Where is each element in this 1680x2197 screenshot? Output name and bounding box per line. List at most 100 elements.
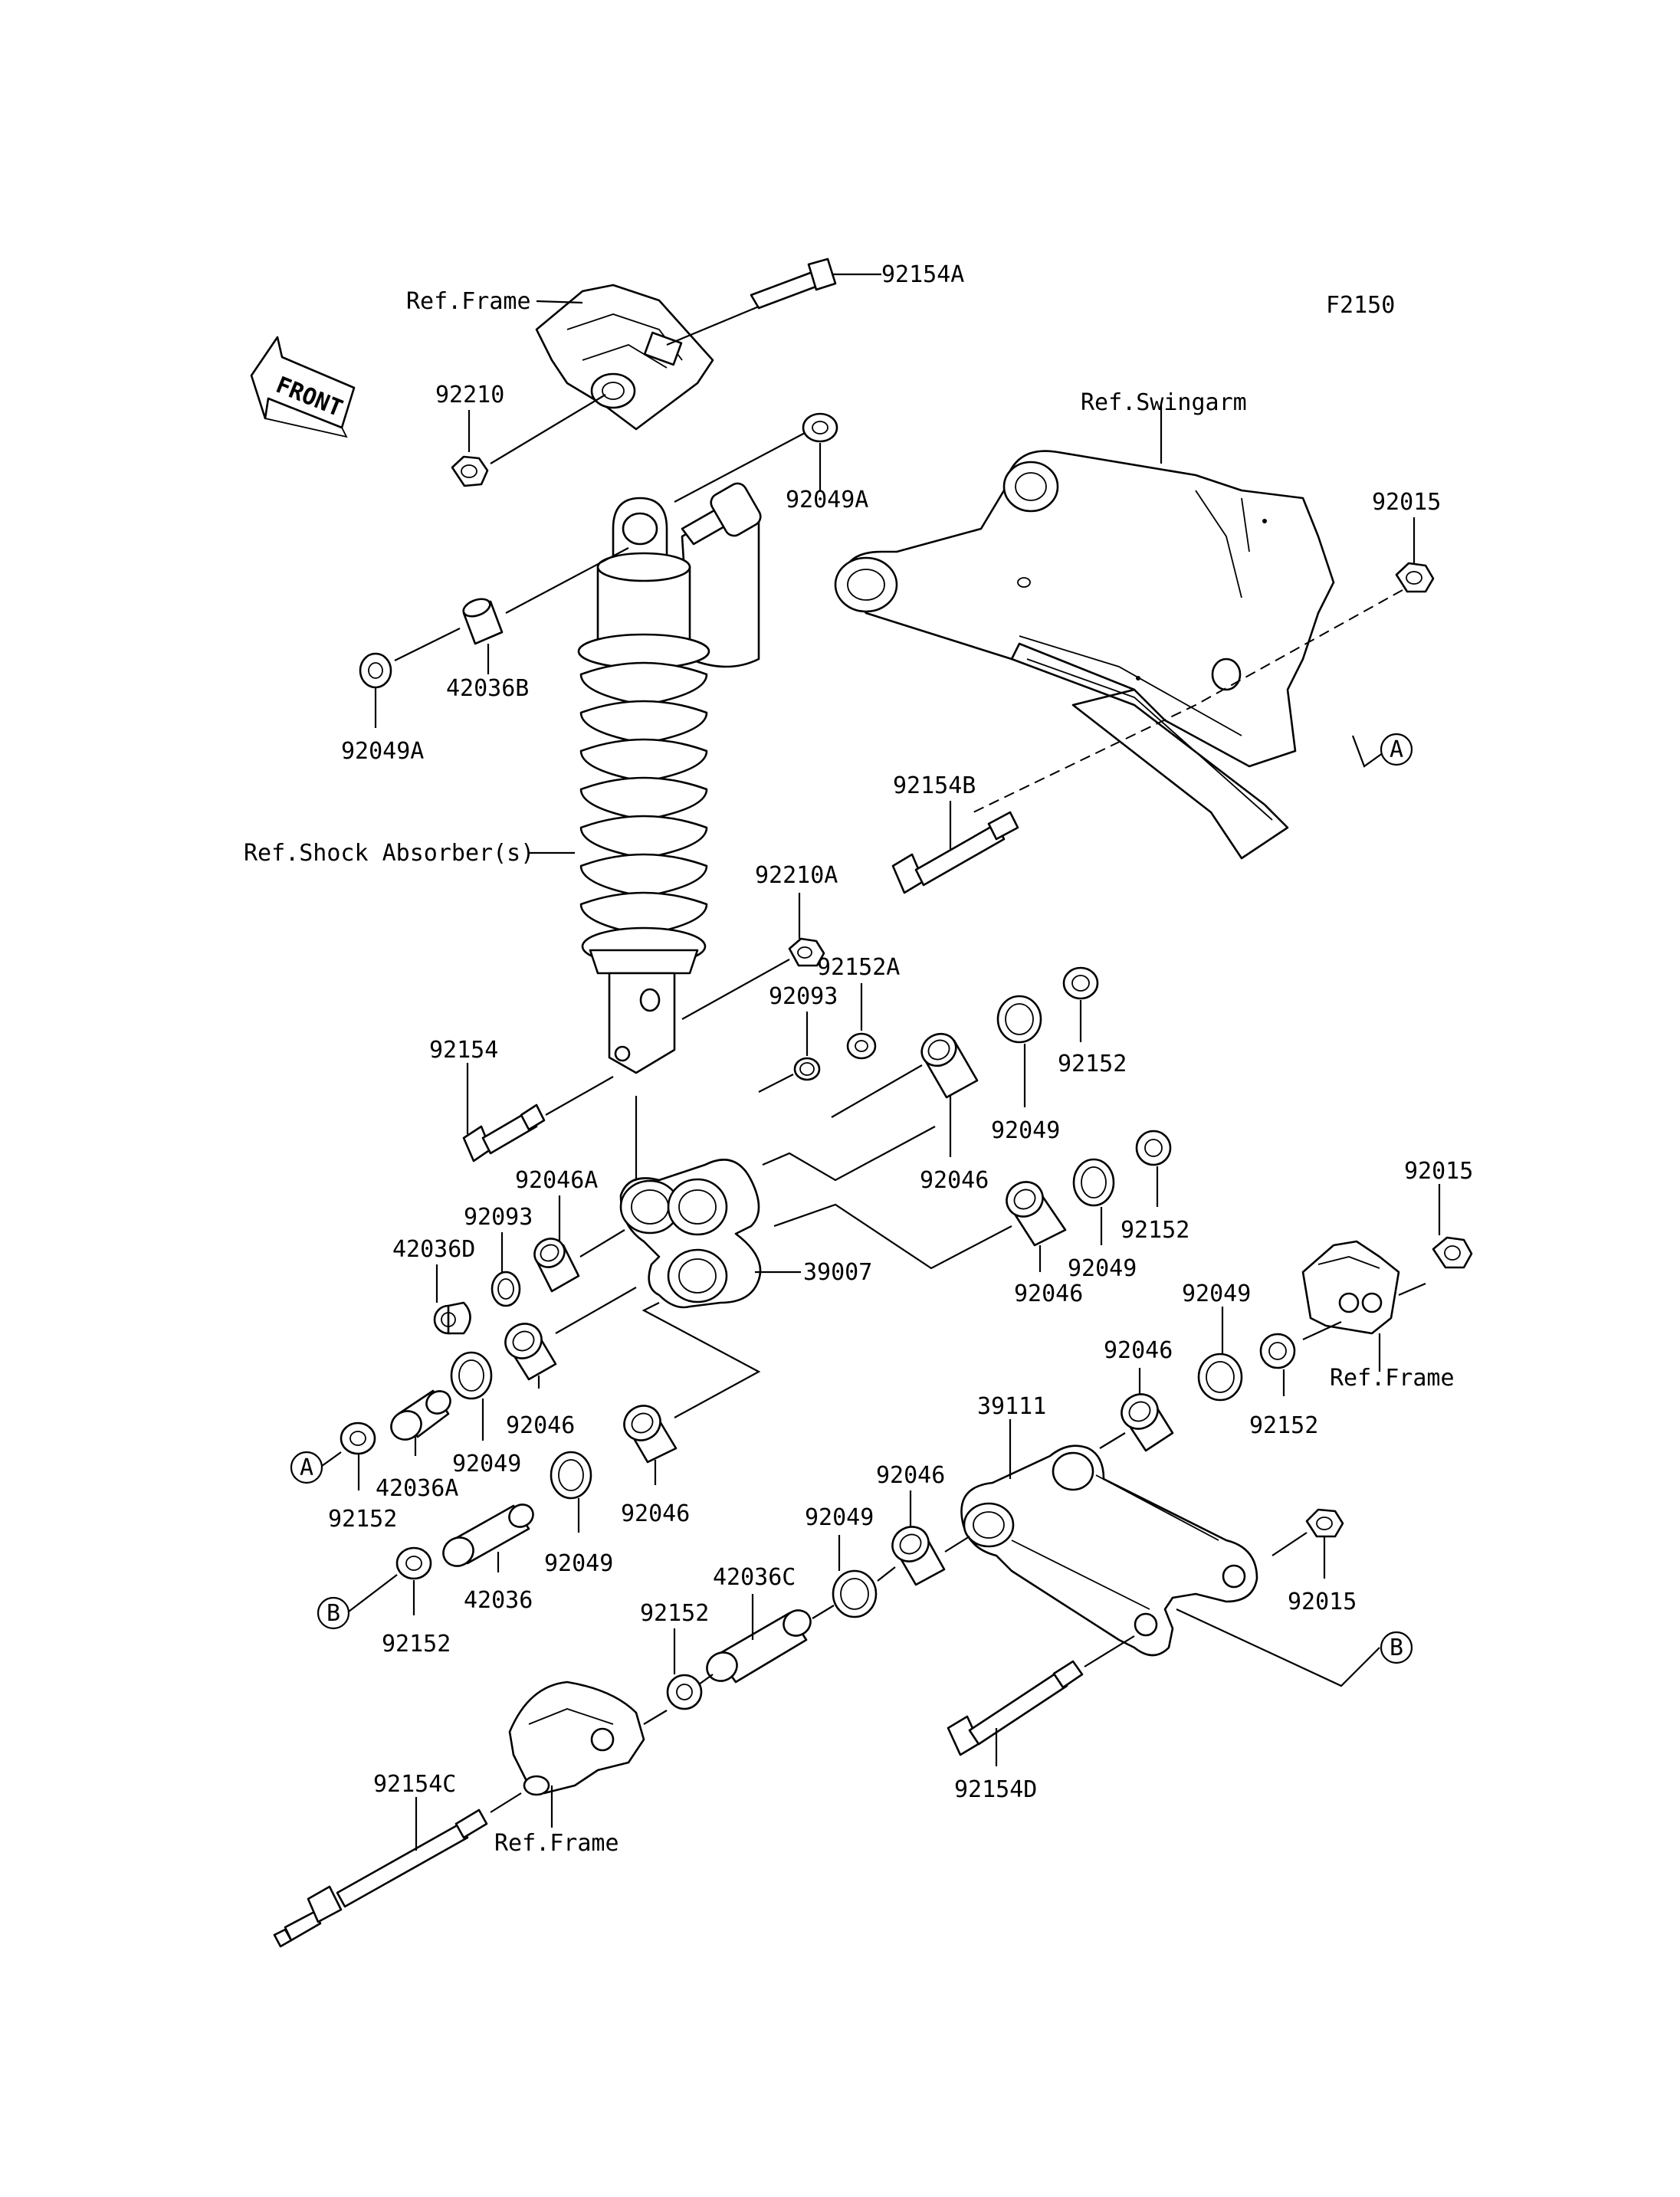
collar-42036c xyxy=(706,1609,812,1684)
label-92049a-right: 92049A xyxy=(786,487,868,513)
label-92046a: 92046A xyxy=(515,1167,598,1194)
label-92152-mid: 92152 xyxy=(1121,1217,1189,1244)
label-92049-top: 92049 xyxy=(991,1117,1060,1144)
label-42036b: 42036B xyxy=(446,675,529,702)
label-92046-top: 92046 xyxy=(920,1167,989,1194)
callout-a-right-text: A xyxy=(1390,736,1403,763)
collar-42036 xyxy=(442,1503,534,1567)
label-92046-lower-right: 92046 xyxy=(876,1462,945,1489)
label-92154d: 92154D xyxy=(954,1776,1037,1803)
washer-92152-top xyxy=(1062,966,1099,1000)
label-92046-mid: 92046 xyxy=(1014,1280,1083,1307)
label-92093-top: 92093 xyxy=(769,983,838,1010)
label-92154: 92154 xyxy=(429,1037,498,1064)
label-92152a: 92152A xyxy=(817,954,900,981)
frame-bracket-bottom xyxy=(508,1681,645,1796)
label-92049-mid: 92049 xyxy=(1068,1255,1137,1282)
nut-92210a xyxy=(788,937,825,967)
label-92049-right: 92049 xyxy=(1182,1280,1251,1307)
callout-a-left: A xyxy=(290,1451,323,1484)
bolt-92154b xyxy=(891,811,1019,894)
bolt-92154 xyxy=(462,1103,546,1162)
seal-92049-lower-right xyxy=(832,1569,878,1618)
nut-92015-tie-rod xyxy=(1305,1508,1344,1538)
shock-absorber xyxy=(577,482,762,1074)
seal-92049a-right xyxy=(802,412,838,443)
label-39007: 39007 xyxy=(803,1259,872,1286)
label-92015-tie-rod: 92015 xyxy=(1288,1589,1357,1615)
label-92210: 92210 xyxy=(435,382,504,408)
label-92046-lower-center: 92046 xyxy=(621,1500,690,1527)
label-92154c: 92154C xyxy=(373,1771,456,1798)
washer-92152a xyxy=(846,1032,877,1060)
label-92093-left: 92093 xyxy=(464,1204,533,1231)
front-arrow-icon: FRONT xyxy=(250,336,356,438)
ref-shock-label: Ref.Shock Absorber(s) xyxy=(244,840,534,867)
label-92154b: 92154B xyxy=(893,772,976,799)
callout-a-left-text: A xyxy=(300,1454,313,1481)
label-42036a: 42036A xyxy=(376,1475,458,1502)
ref-frame-bottom-label: Ref.Frame xyxy=(494,1830,619,1857)
washer-92152-lower-left xyxy=(395,1546,432,1580)
bearing-92046-lower-center xyxy=(623,1405,678,1464)
washer-92152-right xyxy=(1259,1333,1296,1369)
callout-a-right: A xyxy=(1380,733,1413,766)
washer-92152-left xyxy=(340,1421,376,1455)
label-92152-bottom: 92152 xyxy=(640,1600,709,1627)
ring-92093-left xyxy=(491,1271,521,1307)
callout-b-left: B xyxy=(317,1596,350,1630)
frame-bracket-right xyxy=(1301,1240,1400,1335)
label-92015-swingarm: 92015 xyxy=(1372,489,1441,516)
collar-42036a xyxy=(390,1389,451,1441)
bearing-92046-right xyxy=(1121,1393,1174,1452)
callout-b-left-text: B xyxy=(326,1600,340,1627)
bolt-92154a xyxy=(750,257,837,310)
label-92152-left: 92152 xyxy=(328,1506,397,1533)
collar-42036d xyxy=(433,1301,471,1335)
label-92049-lower-right: 92049 xyxy=(805,1504,874,1531)
ref-swingarm-label: Ref.Swingarm xyxy=(1081,389,1247,416)
label-92152-top: 92152 xyxy=(1058,1051,1127,1077)
bearing-92046-mid xyxy=(1006,1181,1067,1247)
bearing-92046-top xyxy=(920,1032,979,1099)
collar-42036b xyxy=(462,598,504,645)
seal-92049-right xyxy=(1197,1353,1243,1402)
washer-92152-mid xyxy=(1135,1130,1172,1166)
diagram-code: F2150 xyxy=(1326,292,1395,319)
label-92049-lower-center: 92049 xyxy=(544,1550,613,1577)
label-92049-left: 92049 xyxy=(452,1451,521,1477)
nut-92015-right xyxy=(1432,1236,1473,1269)
bearing-92046-lower-right xyxy=(891,1526,946,1586)
label-92154a: 92154A xyxy=(881,261,964,288)
label-42036d: 42036D xyxy=(392,1236,475,1263)
label-92210a: 92210A xyxy=(755,862,838,889)
swingarm xyxy=(834,450,1335,860)
label-42036c: 42036C xyxy=(713,1564,796,1591)
tie-rod-39111 xyxy=(960,1444,1258,1657)
callout-b-right-text: B xyxy=(1390,1635,1403,1661)
label-92046-right: 92046 xyxy=(1104,1337,1173,1364)
label-39111: 39111 xyxy=(977,1393,1046,1420)
label-92015-right: 92015 xyxy=(1404,1158,1473,1185)
label-92152-lower-left: 92152 xyxy=(382,1631,451,1658)
ref-frame-top-label: Ref.Frame xyxy=(406,288,531,315)
seal-92049-mid xyxy=(1072,1158,1115,1207)
bearing-92046-left xyxy=(504,1323,557,1381)
frame-bracket-top xyxy=(535,284,714,431)
label-92152-right: 92152 xyxy=(1249,1412,1318,1439)
rocker-arm-39007 xyxy=(619,1159,762,1309)
seal-92049-lower-center xyxy=(550,1451,592,1500)
ring-92093-top xyxy=(793,1057,821,1081)
label-92046-left: 92046 xyxy=(506,1412,575,1439)
nut-92015-swingarm xyxy=(1395,562,1435,593)
bolt-92154d xyxy=(947,1660,1084,1756)
seal-92049-top xyxy=(996,995,1042,1044)
callout-b-right: B xyxy=(1380,1631,1413,1664)
label-92049a-left: 92049A xyxy=(341,738,424,765)
label-42036: 42036 xyxy=(464,1587,533,1614)
washer-92152-bottom xyxy=(666,1674,703,1710)
seal-92049a-left xyxy=(359,652,392,689)
bolt-92154c xyxy=(273,1808,488,1948)
bearing-92046a xyxy=(533,1238,580,1293)
